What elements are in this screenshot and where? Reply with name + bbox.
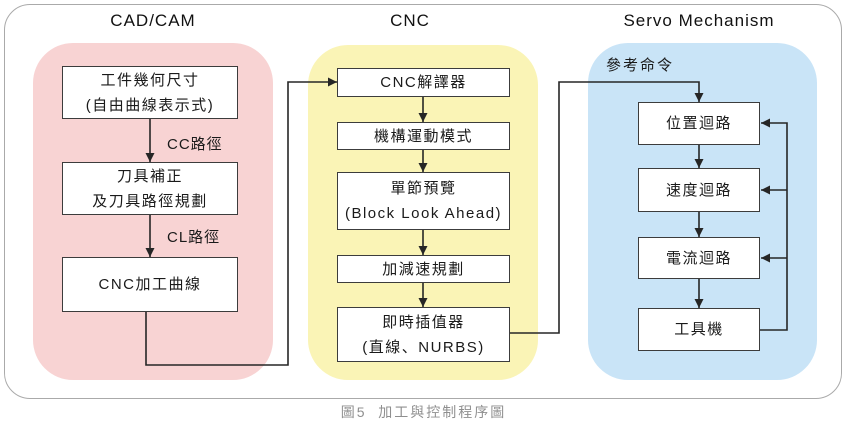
box-current-loop: 電流迴路 [638,237,760,279]
figure-caption: 圖5 加工與控制程序圖 [340,404,507,420]
box-cnc-interpreter: CNC解譯器 [337,68,510,97]
box-realtime-interpolator: 即時插值器 (直線、NURBS) [337,307,510,362]
box-position-loop: 位置迴路 [638,102,760,145]
box-cnc-machining-curve: CNC加工曲線 [62,257,238,312]
box-machine-tool: 工具機 [638,308,760,351]
column-title-cadcam: CAD/CAM [110,11,196,30]
box-block-look-ahead: 單節預覽 (Block Look Ahead) [337,172,510,230]
box-accel-decel-planning: 加減速規劃 [337,255,510,283]
edge-label-cl-path: CL路徑 [167,229,221,246]
edge-label-cc-path: CC路徑 [167,136,223,153]
box-tool-compensation: 刀具補正 及刀具路徑規劃 [62,162,238,215]
box-kinematic-model: 機構運動模式 [337,122,510,150]
box-workpiece-geometry: 工件幾何尺寸 (自由曲線表示式) [62,66,238,119]
box-velocity-loop: 速度迴路 [638,168,760,212]
column-title-cnc: CNC [390,11,430,30]
label-reference-command: 參考命令 [606,57,675,74]
column-title-servo: Servo Mechanism [623,11,775,30]
